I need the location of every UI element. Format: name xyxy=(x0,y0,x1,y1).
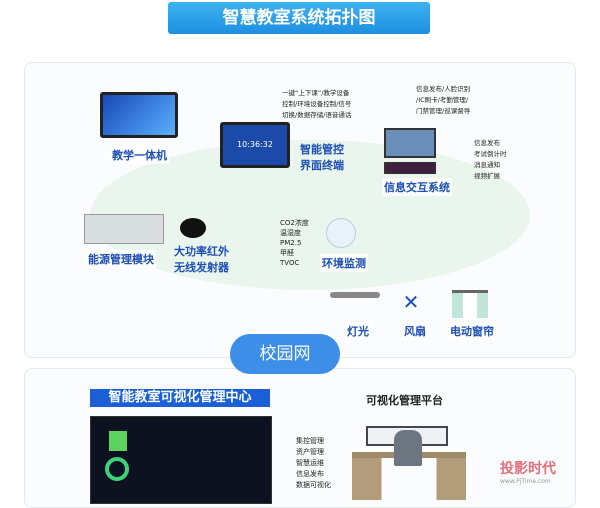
curtain-label: 电动窗帘 xyxy=(448,322,496,340)
control-terminal-image: 10:36:32 xyxy=(220,122,290,168)
watermark-name: 投影时代 xyxy=(500,461,556,477)
curtain-image xyxy=(452,290,488,318)
fan-image: ✕ xyxy=(402,290,420,314)
sensors-note: CO2浓度 温湿度 PM2.5 甲醛 TVOC xyxy=(280,219,309,267)
person-image xyxy=(394,430,422,466)
watermark-url: www.PjTime.com xyxy=(500,478,551,485)
energy-label: 能源管理模块 xyxy=(86,250,156,268)
terminal-time: 10:36:32 xyxy=(237,140,273,149)
ir-label: 大功率红外 无线发射器 xyxy=(174,245,229,274)
light-image xyxy=(330,292,380,298)
info-screen-image xyxy=(384,128,436,158)
ir-emitter-image xyxy=(180,218,206,238)
center-title: 智能教室可视化管理中心 xyxy=(90,389,270,407)
env-sensor-image xyxy=(326,218,356,248)
teaching-pc-image xyxy=(100,92,178,138)
info-right-note: 信息发布 考试倒计时 消息通知 视频扩展 xyxy=(474,139,507,180)
energy-module-image xyxy=(84,214,164,244)
info-system-label: 信息交互系统 xyxy=(382,178,452,196)
light-label: 灯光 xyxy=(345,322,371,340)
dashboard-image xyxy=(90,416,272,504)
platform-functions: 集控管理 资产管理 智慧运维 信息发布 数据可视化 xyxy=(296,437,331,489)
env-label: 环境监测 xyxy=(320,254,368,272)
info-led-image xyxy=(384,162,436,174)
dashboard-ring xyxy=(105,457,129,481)
diagram-title: 智慧教室系统拓扑图 xyxy=(168,2,430,34)
fan-label: 风扇 xyxy=(402,322,428,340)
campus-network-cloud: 校园网 xyxy=(230,334,340,374)
info-top-note: 信息发布/人脸识别 /IC刷卡/考勤管理/ 门禁管理/巡课督导 xyxy=(416,85,471,115)
control-note: 一键“上下课”/教学设备 控制/环境设备控制/信号 切换/数据存储/语音通话 xyxy=(282,89,352,119)
platform-title: 可视化管理平台 xyxy=(366,394,443,407)
dashboard-block xyxy=(109,431,127,451)
teaching-pc-label: 教学一体机 xyxy=(110,146,169,164)
control-terminal-label: 智能管控 界面终端 xyxy=(300,143,344,172)
